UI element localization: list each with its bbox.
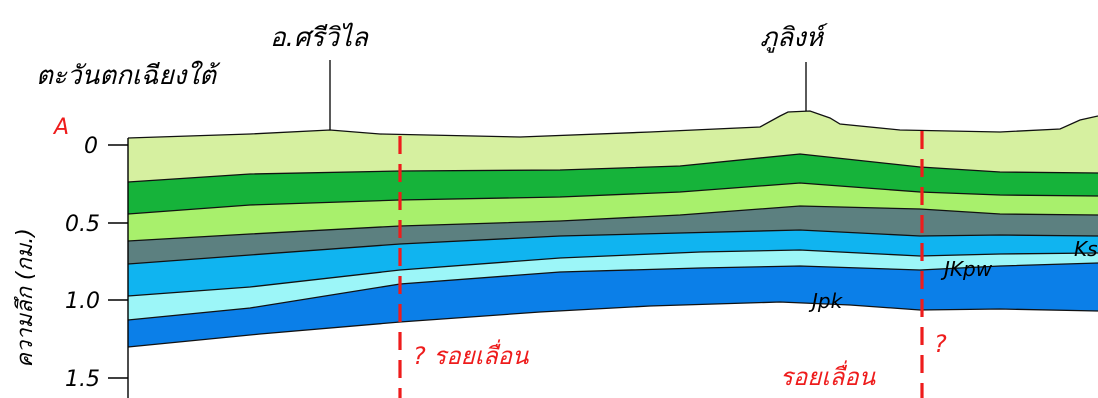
point-a-label: A	[52, 115, 69, 140]
y-tick-label-05: 0.5	[65, 212, 100, 237]
layer-7-bottom	[128, 263, 1098, 347]
y-axis-title: ความลึก (กม.)	[13, 228, 38, 368]
town-label: อ.ศรีวิไล	[270, 22, 369, 53]
formation-label-jkpw: JKpw	[940, 257, 993, 281]
layer-3	[128, 183, 1098, 241]
fault-query-right: ?	[934, 330, 947, 358]
fault-lines	[398, 131, 924, 398]
y-tick-labels: 0 0.5 1.0 1.5	[65, 134, 100, 392]
layer-1-top	[128, 111, 1098, 182]
y-tick-label-0: 0	[84, 134, 98, 159]
y-tick-label-15: 1.5	[65, 367, 100, 392]
peak-label: ภูลิงห์	[760, 23, 828, 53]
y-tick-label-10: 1.0	[65, 289, 100, 314]
layer-boundaries	[127, 110, 1098, 348]
layer-4	[128, 206, 1098, 264]
formation-label-jpk: Jpk	[808, 289, 844, 313]
formation-label-ks: Ks	[1074, 237, 1098, 261]
direction-label: ตะวันตกเฉียงใต้	[36, 60, 221, 91]
fault-label-left: ? รอยเลื่อน	[413, 339, 529, 370]
fault-label-right: รอยเลื่อน	[780, 360, 876, 391]
layer-2	[128, 154, 1098, 214]
y-axis	[108, 138, 129, 398]
